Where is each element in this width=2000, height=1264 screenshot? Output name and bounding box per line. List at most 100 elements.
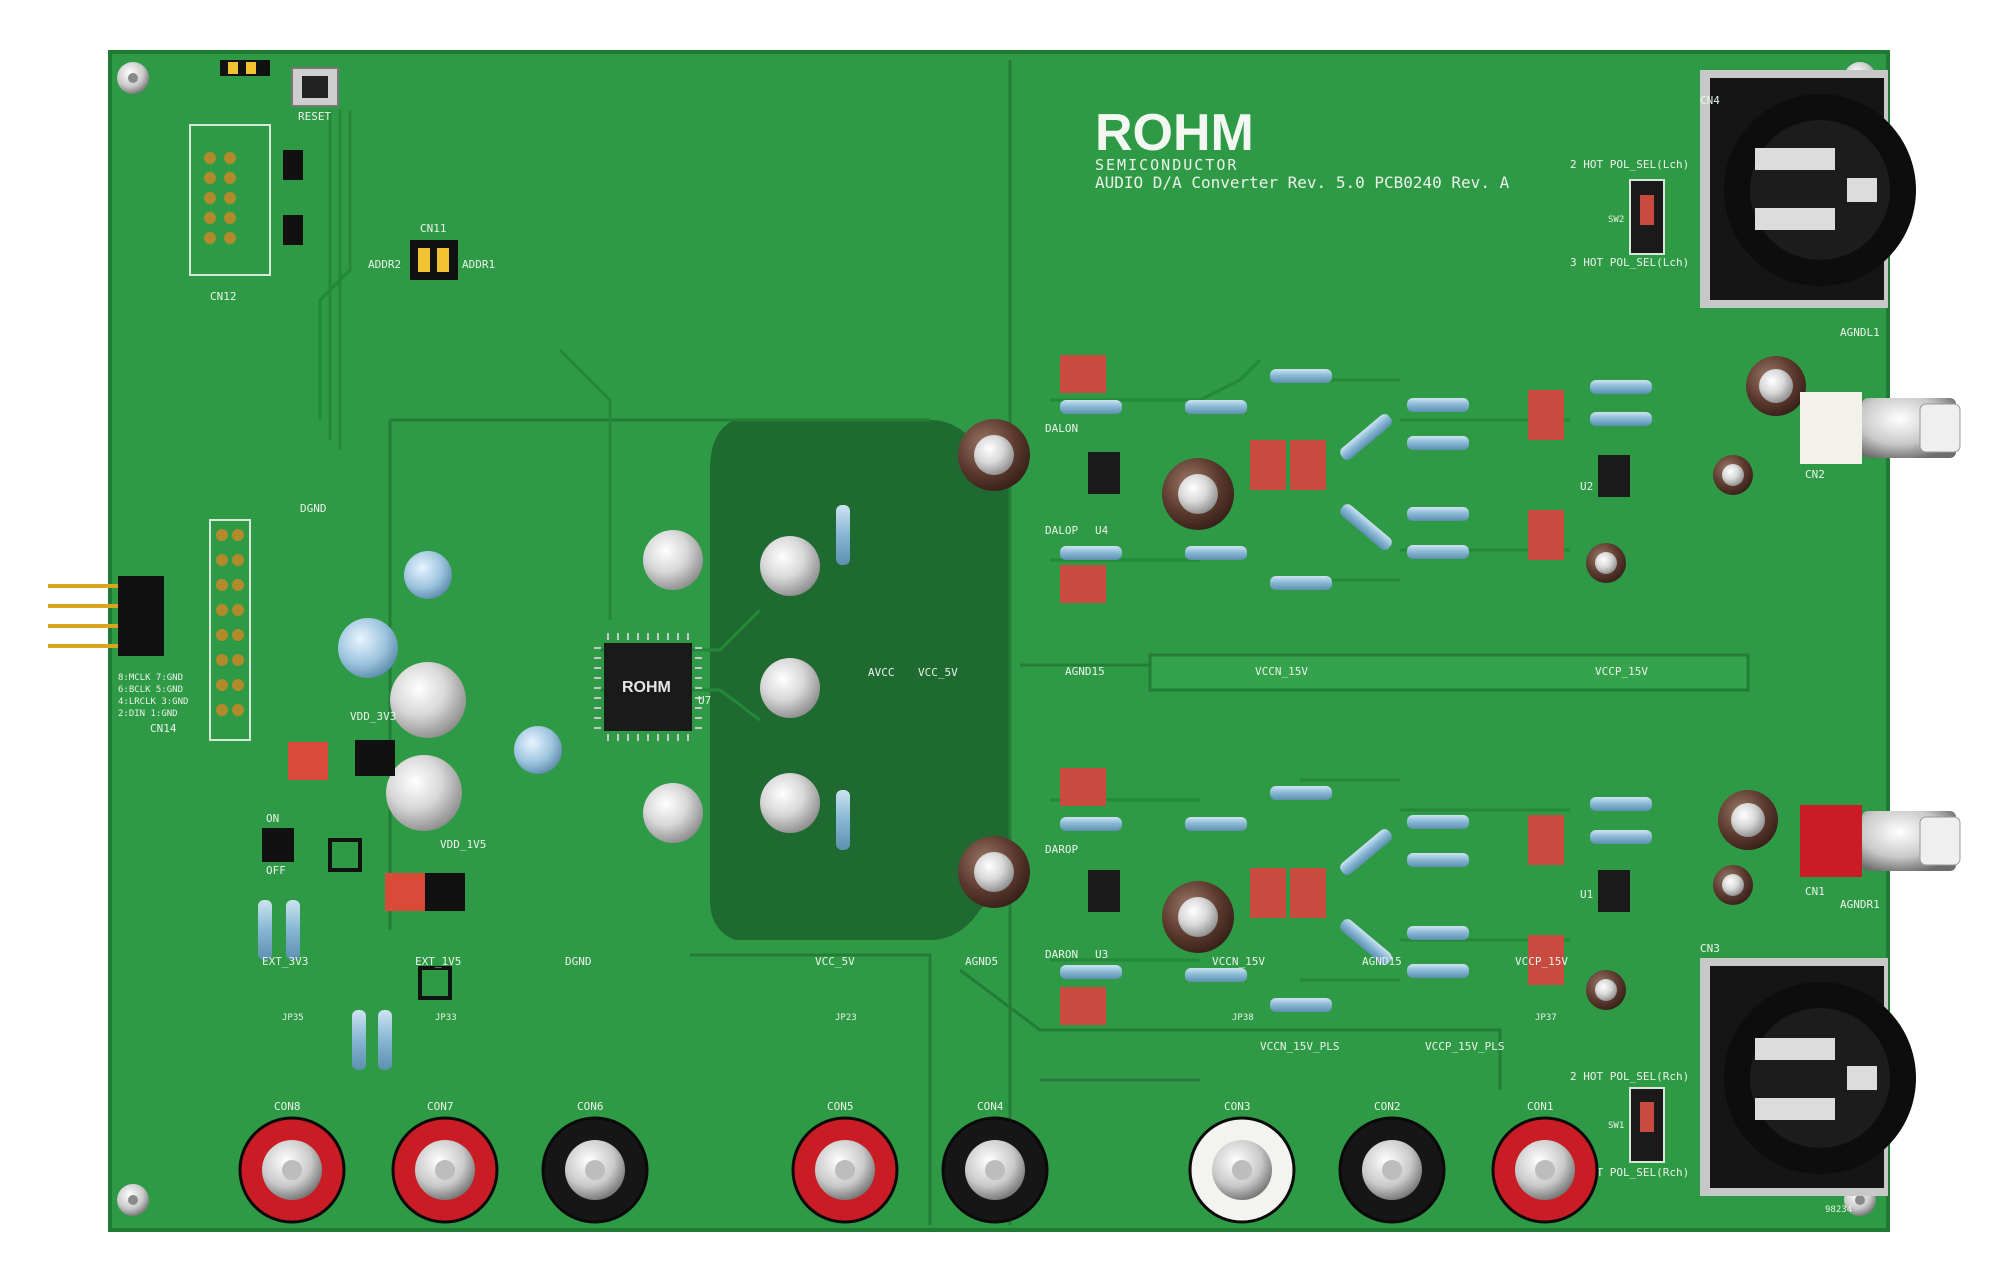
electrolytic-capacitor (760, 773, 820, 833)
opamp-chip (1598, 870, 1630, 912)
electrolytic-capacitor (1162, 458, 1234, 530)
u7-label: U7 (698, 694, 711, 707)
header-pin-3: 4:LRCLK 3:GND (118, 697, 188, 707)
electrolytic-capacitor (386, 755, 462, 831)
resistor (258, 900, 272, 960)
electrolytic-capacitor (643, 530, 703, 590)
resistor (1590, 412, 1652, 426)
resistor (1407, 436, 1469, 450)
mounting-hole-tl (117, 62, 149, 94)
power-jack-ref: CON8 (274, 1100, 301, 1113)
board-title: AUDIO D/A Converter Rev. 5.0 PCB0240 Rev… (1095, 173, 1510, 192)
power-jack-con6[interactable] (541, 1116, 649, 1224)
electrolytic-capacitor (1162, 881, 1234, 953)
xlr-output-connector-top[interactable] (1700, 70, 1916, 308)
film-capacitor (1060, 768, 1106, 806)
dalop-label: DALOP (1045, 524, 1078, 537)
polarity-switch-top[interactable] (1629, 179, 1665, 255)
power-jack-label: VCCN_15V (1212, 955, 1265, 968)
electrolytic-capacitor (1718, 790, 1778, 850)
film-capacitor (1250, 868, 1286, 918)
film-capacitor (1290, 440, 1326, 490)
rca-output-white[interactable] (1800, 392, 1961, 464)
sw2-label: SW2 (1608, 215, 1624, 225)
power-jack-con2[interactable] (1338, 1116, 1446, 1224)
sw1-label: SW1 (1608, 1121, 1624, 1131)
u3-label: U3 (1095, 948, 1108, 961)
cn3-label: CN3 (1700, 942, 1720, 955)
resistor (1185, 817, 1247, 831)
resistor (1590, 830, 1652, 844)
power-jack-con5[interactable] (791, 1116, 899, 1224)
jumper-label: JP38 (1232, 1013, 1254, 1023)
jumper-red[interactable] (385, 873, 425, 911)
pol-2-top-label: 2 HOT POL_SEL(Lch) (1570, 158, 1689, 171)
jumper-label: JP33 (435, 1013, 457, 1023)
pol-3-bottom-label: 3 HOT POL_SEL(Rch) (1570, 1166, 1689, 1179)
resistor (1185, 546, 1247, 560)
power-jack-con4[interactable] (941, 1116, 1049, 1224)
resistor (378, 1010, 392, 1070)
power-jack-ref: CON3 (1224, 1100, 1251, 1113)
corner-code: 98234 (1825, 1205, 1852, 1215)
power-jack-con8[interactable] (238, 1116, 346, 1224)
electrolytic-capacitor (760, 658, 820, 718)
power-jack-ref: CON1 (1527, 1100, 1554, 1113)
resistor (1407, 926, 1469, 940)
darop-label: DAROP (1045, 843, 1078, 856)
electrolytic-capacitor (514, 726, 562, 774)
resistor (1060, 965, 1122, 979)
vccp-rail-label: VCCP_15V (1595, 665, 1648, 678)
dac-chip: ROHM (594, 633, 702, 741)
resistor (1185, 968, 1247, 982)
resistor (1060, 817, 1122, 831)
resistor (1407, 398, 1469, 412)
brand-logo: ROHM (1095, 104, 1254, 162)
jumper-label: JP35 (282, 1013, 304, 1023)
addr2-label: ADDR2 (368, 258, 401, 271)
resistor (836, 790, 850, 850)
rca-output-red[interactable] (1800, 805, 1961, 877)
cn11-label: CN11 (420, 222, 447, 235)
resistor (1340, 414, 1392, 460)
film-capacitor (1060, 565, 1106, 603)
jumper-red[interactable] (288, 742, 328, 780)
mounting-hole-bl (117, 1184, 149, 1216)
electrolytic-capacitor (958, 419, 1030, 491)
power-jack-con7[interactable] (391, 1116, 499, 1224)
cn2-label: CN2 (1805, 468, 1825, 481)
power-jack-con3[interactable] (1188, 1116, 1296, 1224)
power-jack-label: VCCP_15V (1515, 955, 1568, 968)
vdd-1v5-label: VDD_1V5 (440, 838, 486, 851)
resistor (1590, 380, 1652, 394)
electrolytic-capacitor (390, 662, 466, 738)
resistor (1340, 829, 1392, 875)
opamp-chip (1088, 870, 1120, 912)
electrolytic-capacitor (643, 783, 703, 843)
avcc-label: AVCC (868, 666, 895, 679)
cn4-label: CN4 (1700, 94, 1720, 107)
resistor (1407, 964, 1469, 978)
vccn-rail-label: VCCN_15V (1255, 665, 1308, 678)
u2-label: U2 (1580, 480, 1593, 493)
film-capacitor (1060, 987, 1106, 1025)
reset-label: RESET (298, 110, 331, 123)
dalon-label: DALON (1045, 422, 1078, 435)
agndr1-label: AGNDR1 (1840, 898, 1880, 911)
cn12-label: CN12 (210, 290, 237, 303)
film-capacitor (1528, 815, 1564, 865)
power-jack-ref: CON6 (577, 1100, 604, 1113)
header-pin-1: 8:MCLK 7:GND (118, 673, 183, 683)
xlr-output-connector-bottom[interactable] (1700, 958, 1916, 1196)
resistor (1407, 853, 1469, 867)
power-jack-con1[interactable] (1491, 1116, 1599, 1224)
u1-label: U1 (1580, 888, 1593, 901)
agndl1-label: AGNDL1 (1840, 326, 1880, 339)
resistor (1340, 504, 1392, 550)
film-capacitor (1528, 390, 1564, 440)
power-jack-ref: CON4 (977, 1100, 1004, 1113)
film-capacitor (1528, 510, 1564, 560)
electrolytic-capacitor (1746, 356, 1806, 416)
resistor (1407, 815, 1469, 829)
